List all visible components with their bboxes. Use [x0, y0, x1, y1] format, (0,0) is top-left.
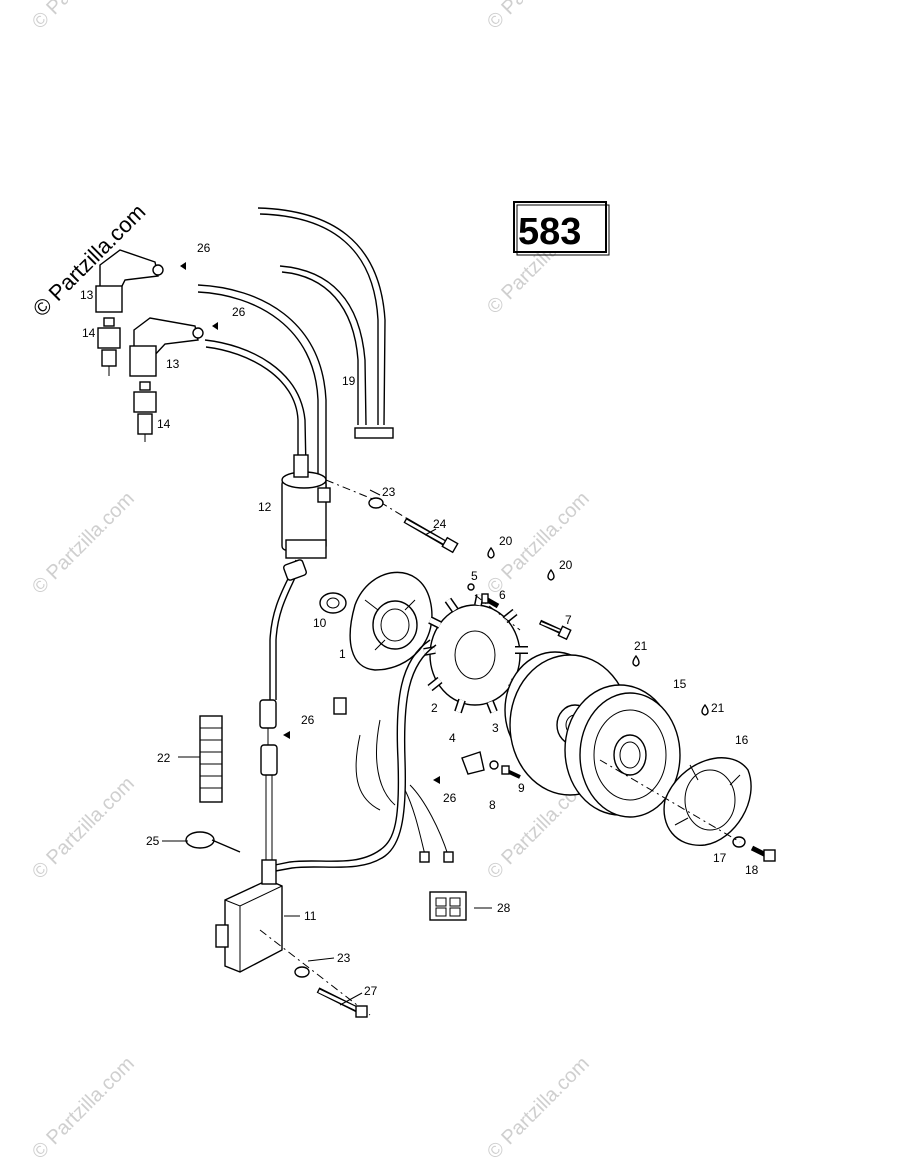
callout-label: 3: [492, 721, 499, 735]
callout-label: 19: [342, 374, 356, 388]
watermark: © Partzilla.com: [28, 488, 139, 599]
callout-label: 1: [339, 647, 346, 661]
callout-label: 14: [157, 417, 171, 431]
callout-label: 21: [634, 639, 648, 653]
callout-label: 13: [80, 288, 94, 302]
screw-7: [538, 619, 572, 641]
wire-terminal: [443, 851, 454, 863]
screw-9: [501, 765, 521, 779]
grease-drop: [487, 546, 495, 559]
spark-plug-cables: [197, 207, 394, 500]
spark-plug-cap-lower: [129, 317, 204, 377]
callout-label: 15: [673, 677, 687, 691]
sealant-drop: [212, 322, 218, 330]
callout-label: 11: [304, 909, 317, 923]
watermark: © Partzilla.com: [483, 1053, 594, 1164]
tie-wrap: [185, 831, 241, 853]
watermarks: © Partzilla.com © Partzilla.com © Partzi…: [28, 0, 594, 1164]
sealant-drop: [180, 262, 186, 270]
callout-label: 2: [431, 701, 438, 715]
callout-label: 16: [735, 733, 749, 747]
callout-label: 5: [471, 569, 478, 583]
callout-label: 13: [166, 357, 180, 371]
callout-label: 18: [745, 863, 759, 877]
callout-label: 7: [565, 613, 572, 627]
grease-drop: [701, 703, 709, 716]
callout-label: 9: [518, 781, 525, 795]
engine-code-box: 583: [513, 201, 610, 256]
callout-label: 17: [713, 851, 727, 865]
callout-label: 20: [499, 534, 513, 548]
callout-numbers: 26 13 14 26 13 14 19 12 23 24 20 20 5 6 …: [80, 241, 759, 998]
flywheel-cover: [663, 757, 752, 846]
grease-drop: [632, 654, 640, 667]
washer-23-lower: [294, 966, 310, 978]
callout-label: 23: [337, 951, 351, 965]
spark-plug-cap-upper: [95, 249, 164, 313]
callout-label: 6: [499, 588, 506, 602]
protective-sleeve: [199, 715, 223, 803]
watermark: © Partzilla.com: [28, 773, 139, 884]
callout-label: 23: [382, 485, 396, 499]
grommet: [319, 592, 347, 614]
callout-label: 10: [313, 616, 327, 630]
sealant-drop: [433, 776, 440, 784]
cdi-module: [215, 859, 283, 973]
lock-washer: [467, 583, 475, 591]
spark-plug-upper: [97, 317, 121, 376]
sealant-drop: [283, 731, 290, 739]
watermark: © Partzilla.com: [28, 0, 139, 34]
leader-lines: [162, 489, 492, 1006]
callout-label: 25: [146, 834, 160, 848]
washer-17: [732, 836, 746, 848]
callout-label: 4: [449, 731, 456, 745]
callout-label: 14: [82, 326, 96, 340]
bolt-27: [316, 987, 368, 1018]
callout-label: 27: [364, 984, 378, 998]
connector-block: [429, 891, 467, 921]
callout-label: 8: [489, 798, 496, 812]
bullet-connector: [333, 697, 347, 715]
washer-23-upper: [368, 497, 384, 509]
callout-label: 26: [232, 305, 246, 319]
callout-label: 26: [301, 713, 315, 727]
callout-label: 22: [157, 751, 171, 765]
starting-pulley: [564, 684, 681, 818]
watermark: © Partzilla.com: [28, 1053, 139, 1164]
callout-label: 12: [258, 500, 272, 514]
bolt-18: [750, 845, 776, 862]
callout-label: 26: [443, 791, 457, 805]
spark-plug-lower: [133, 381, 157, 442]
ignition-coil: [281, 454, 331, 559]
engine-code-label: 583: [518, 211, 581, 253]
callout-label: 26: [197, 241, 211, 255]
callout-label: 21: [711, 701, 725, 715]
watermark: © Partzilla.com: [483, 0, 594, 34]
connector-housing: [260, 744, 278, 776]
callout-label: 24: [433, 517, 447, 531]
grease-drop: [547, 568, 555, 581]
stator-plate: [349, 571, 433, 671]
bolt-24: [403, 517, 459, 554]
terminal-block: [461, 751, 499, 775]
wire-connector: [283, 559, 307, 581]
screw-6: [481, 593, 500, 609]
connector-housing: [259, 699, 277, 729]
callout-label: 28: [497, 901, 511, 915]
callout-label: 20: [559, 558, 573, 572]
wire-terminal: [419, 851, 430, 863]
